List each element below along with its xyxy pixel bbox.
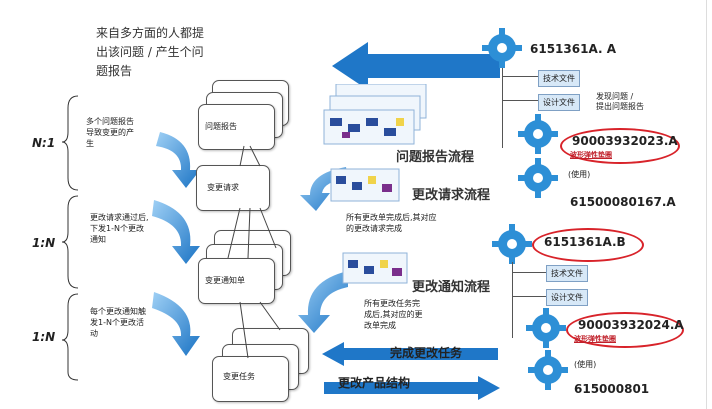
brace-group <box>61 95 79 381</box>
ratio-n-1: N:1 <box>32 136 56 150</box>
arrow-label-structure: 更改产品结构 <box>338 376 411 390</box>
note-5: 所有更改任务完成后,其对应的更改单完成 <box>364 299 423 330</box>
gear-icon <box>518 114 558 154</box>
flow-label-notice: 更改通知流程 <box>412 280 491 295</box>
intro-line-3: 题报告 <box>96 64 133 78</box>
tree-bottom-child1-sub: 波形弹性垫圈 <box>574 335 616 343</box>
curved-arrow-3 <box>152 292 200 356</box>
arrow-right-structure <box>324 376 500 400</box>
curved-arrow-2 <box>152 200 200 264</box>
brace-1 <box>61 95 79 191</box>
intro-line-1: 来自多方面的人都提 <box>96 26 205 40</box>
gear-icon <box>492 224 532 264</box>
note-2: 更改请求通过后,下发1-N个更改通知 <box>90 213 149 244</box>
gear-icon <box>526 308 566 348</box>
gear-icon <box>482 28 522 68</box>
card-change-notice-label: 变更通知单 <box>205 276 245 285</box>
tree-top-use: (使用) <box>568 170 591 179</box>
card-change-task[interactable]: 变更任务 <box>212 356 289 402</box>
intro-line-2: 出该问题 / 产生个问 <box>96 45 204 59</box>
tree-top-child1-sub: 波形弹性垫圈 <box>570 151 612 159</box>
curved-arrow-5 <box>298 271 348 333</box>
ratio-1-n-a: 1:N <box>32 236 56 250</box>
flow-label-request: 更改请求流程 <box>412 188 491 203</box>
tree-bottom-hline-2 <box>512 296 548 297</box>
note-3: 每个更改通知触发1-N个更改活动 <box>90 307 146 338</box>
card-problem-report-label: 问题报告 <box>205 122 237 131</box>
card-connectors <box>227 145 281 359</box>
card-change-request-label: 变更请求 <box>207 183 239 192</box>
big-left-arrow <box>332 42 500 90</box>
tree-top-doc-note: 发现问题 /提出问题报告 <box>596 92 644 111</box>
tree-top-hline-1 <box>502 76 538 77</box>
bottom-arrows <box>322 342 500 400</box>
highlight-ellipse-1 <box>560 128 680 164</box>
tree-top-doc-design[interactable]: 设计文件 <box>538 94 580 111</box>
note-4: 所有更改单完成后,其对应的更改请求完成 <box>346 213 437 233</box>
arrow-left-complete <box>322 342 498 366</box>
tree-bottom-child2: 615000801 <box>574 382 650 396</box>
gear-icon <box>528 350 568 390</box>
tree-top-child1: 90003932023.A <box>572 134 678 148</box>
note-1: 多个问题报告导致变更的产生 <box>86 117 134 148</box>
tree-bottom-root: 6151361A.B <box>544 235 626 249</box>
brace-3 <box>61 293 79 381</box>
card-problem-report[interactable]: 问题报告 <box>198 104 275 150</box>
tree-bottom-hline-1 <box>512 272 548 273</box>
card-change-task-label: 变更任务 <box>223 372 255 381</box>
flow-label-problem: 问题报告流程 <box>396 150 475 165</box>
tree-bottom-child1: 90003932024.A <box>578 318 684 332</box>
brace-2 <box>61 195 79 289</box>
card-change-request[interactable]: 变更请求 <box>196 165 270 211</box>
arrow-label-complete: 完成更改任务 <box>390 346 463 360</box>
tree-bottom-use: (使用) <box>574 360 597 369</box>
tree-top-root: 6151361A. A <box>530 42 616 56</box>
ratio-1-n-b: 1:N <box>32 330 56 344</box>
tree-top-hline-2 <box>502 100 538 101</box>
tree-bottom-doc-design[interactable]: 设计文件 <box>546 289 588 306</box>
highlight-ellipse-3 <box>566 312 684 348</box>
card-change-notice[interactable]: 变更通知单 <box>198 258 275 304</box>
tree-bottom-vline <box>512 262 513 338</box>
process-thumbnail-3 <box>342 252 408 284</box>
process-thumbnail-2 <box>330 168 400 202</box>
right-edge-line <box>706 0 707 409</box>
left-curved-arrows <box>152 132 200 356</box>
process-thumbnail-stack <box>323 84 427 145</box>
gear-icon <box>518 158 558 198</box>
tree-top-vline <box>502 68 503 148</box>
tree-top-doc-tech[interactable]: 技术文件 <box>538 70 580 87</box>
tree-bottom-doc-tech[interactable]: 技术文件 <box>546 265 588 282</box>
tree-top-child2: 61500080167.A <box>570 195 676 209</box>
highlight-ellipse-2 <box>532 228 644 262</box>
curved-arrow-1 <box>156 132 200 188</box>
